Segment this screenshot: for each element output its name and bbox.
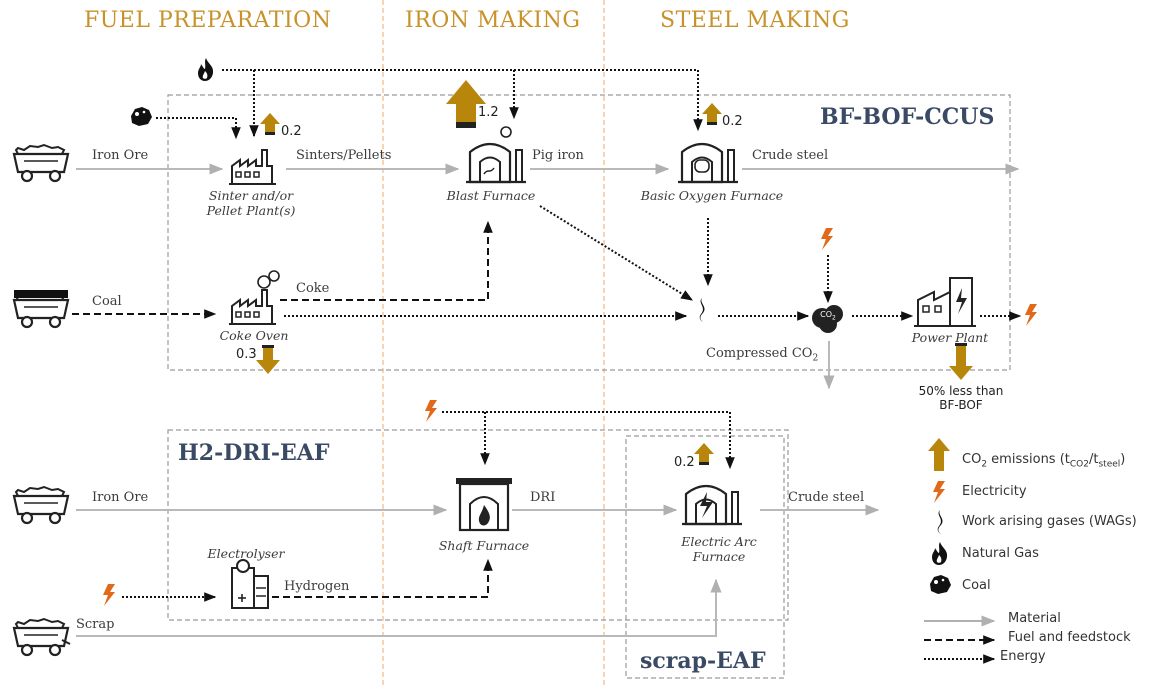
wag-node-icon (699, 298, 705, 322)
caption-coke-oven: Coke Oven (219, 328, 289, 343)
emission-arrow-blast-furnace (446, 80, 486, 128)
coal-icon (131, 107, 152, 126)
legend-energy-label: Energy (1000, 649, 1046, 664)
caption-blast-furnace: Blast Furnace (446, 188, 536, 203)
legend-co2-arrow-icon (928, 438, 950, 471)
legend-electricity-label: Electricity (962, 484, 1027, 499)
electricity-icon-electrolyser (103, 584, 115, 606)
electrolyser-icon (231, 559, 269, 609)
caption-bof: Basic Oxygen Furnace (640, 188, 784, 203)
phase-iron-making: IRON MAKING (405, 8, 581, 33)
coal-cart-icon (12, 289, 70, 329)
caption-shaft-furnace: Shaft Furnace (438, 538, 530, 553)
emission-arrow-power-plant (949, 343, 973, 380)
flow-label-sinters-pellets: Sinters/Pellets (296, 148, 392, 163)
legend-wag-icon (937, 510, 943, 534)
co2-node-icon (812, 305, 843, 333)
emission-arrow-coke-oven (256, 345, 280, 374)
caption-electrolyser: Electrolyser (207, 546, 285, 561)
electricity-icon-co2 (821, 228, 833, 250)
emission-value-coke-oven: 0.3 (236, 347, 257, 362)
emission-value-eaf: 0.2 (674, 455, 695, 470)
flow-label-crude-steel-top: Crude steel (752, 148, 829, 163)
flow-label-compressed-co2: Compressed CO2 (706, 346, 819, 364)
route-h2-dri-eaf: H2-DRI-EAF (178, 440, 330, 466)
flow-label-scrap: Scrap (76, 617, 115, 632)
phase-fuel-preparation: FUEL PREPARATION (84, 8, 332, 33)
emission-arrow-bof (702, 103, 722, 125)
caption-power-plant: Power Plant (911, 330, 989, 345)
flow-label-dri: DRI (530, 490, 556, 505)
legend-coal-label: Coal (962, 578, 991, 593)
route-bf-bof-ccus: BF-BOF-CCUS (820, 104, 995, 130)
caption-eaf: Electric Arc Furnace (681, 534, 757, 564)
flow-label-pig-iron: Pig iron (532, 148, 584, 163)
emission-arrow-sinter (260, 113, 280, 135)
flow-label-iron-ore-top: Iron Ore (92, 148, 149, 163)
shaft-furnace-icon (456, 478, 512, 532)
power-plant-emission-note: 50% less than BF-BOF (918, 384, 1004, 412)
flow-label-coke: Coke (296, 281, 330, 296)
coke-oven-icon (228, 270, 280, 325)
route-scrap-eaf: scrap-EAF (640, 648, 766, 674)
legend-coal-icon (930, 575, 951, 594)
legend-material-label: Material (1008, 611, 1061, 626)
natural-gas-icon (198, 58, 214, 81)
flow-label-coal: Coal (92, 294, 122, 309)
flow-label-crude-steel-bottom: Crude steel (788, 490, 865, 505)
legend-electricity-icon (933, 481, 945, 503)
emission-arrow-eaf (694, 443, 714, 465)
co2-node-label: CO2 (820, 310, 836, 322)
caption-sinter-plant: Sinter and/or Pellet Plant(s) (206, 188, 296, 218)
legend-natural-gas-icon (932, 542, 948, 565)
electricity-icon-h2dri (425, 400, 437, 422)
iron-ore-cart-icon-bottom (12, 485, 70, 525)
sinter-plant-icon (228, 149, 277, 185)
phase-steel-making: STEEL MAKING (660, 8, 850, 33)
bof-icon (676, 142, 740, 184)
emission-value-sinter: 0.2 (281, 124, 302, 139)
legend-wag-label: Work arising gases (WAGs) (962, 514, 1137, 529)
iron-ore-cart-icon-top (12, 143, 70, 183)
legend-fuel-label: Fuel and feedstock (1008, 630, 1131, 645)
flow-label-hydrogen: Hydrogen (284, 579, 350, 594)
eaf-icon (680, 484, 744, 526)
blast-furnace-icon (464, 126, 528, 184)
emission-value-bof: 0.2 (722, 114, 743, 129)
power-plant-icon (914, 277, 976, 327)
electricity-icon-power-out (1025, 304, 1037, 326)
emission-value-blast-furnace: 1.2 (478, 105, 499, 120)
legend-co2-label: CO2 emissions (tCO2/tsteel) (962, 452, 1126, 470)
flow-label-iron-ore-bottom: Iron Ore (92, 490, 149, 505)
scrap-cart-icon (12, 617, 71, 657)
legend-natural-gas-label: Natural Gas (962, 546, 1039, 561)
